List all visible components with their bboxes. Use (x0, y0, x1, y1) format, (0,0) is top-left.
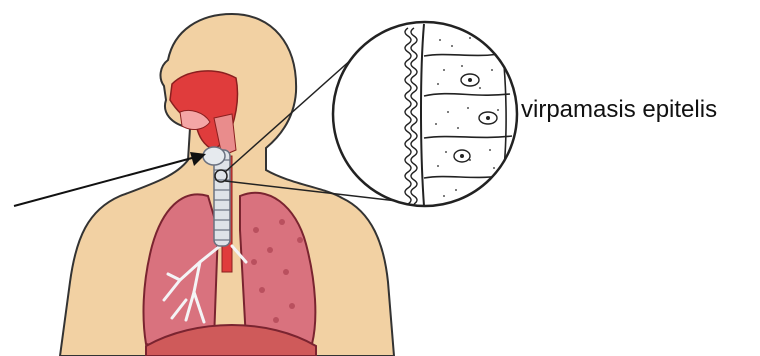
larynx (203, 147, 225, 165)
magnified-epithelium (333, 22, 517, 206)
epithelium-label: virpamasis epitelis (521, 96, 717, 124)
